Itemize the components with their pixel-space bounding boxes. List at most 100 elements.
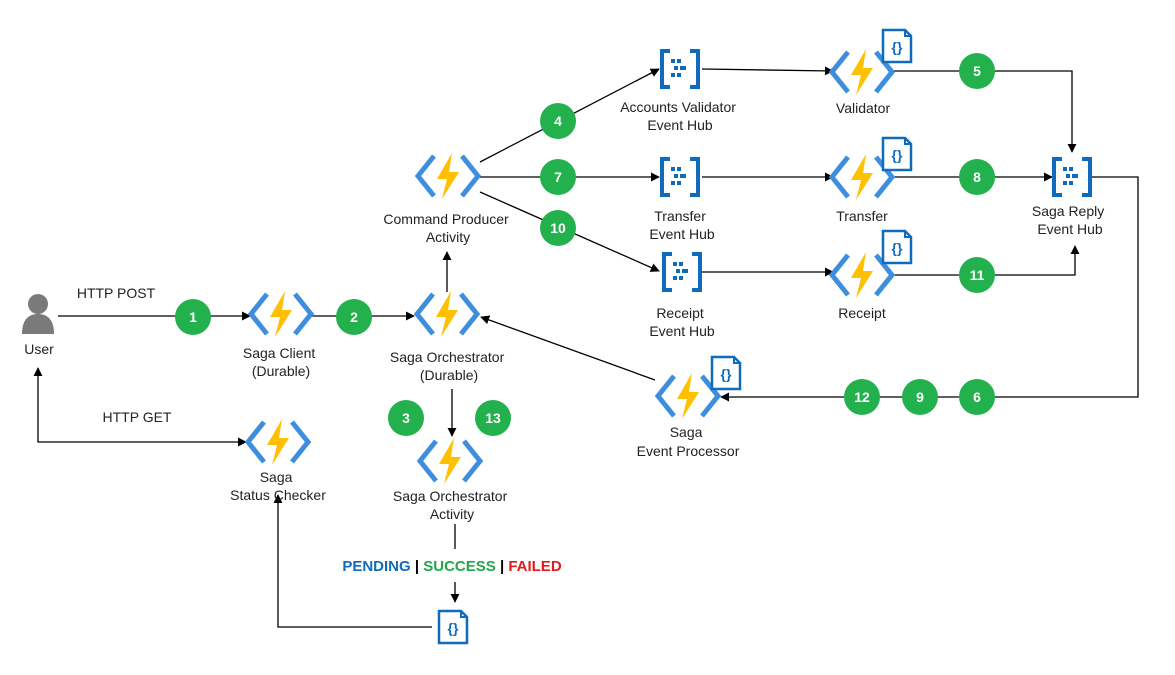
accounts-hub-node: Accounts Validator Event Hub xyxy=(620,49,740,133)
step-badge-11: 11 xyxy=(959,257,995,293)
azure-function-icon xyxy=(417,291,477,337)
transfer-hub-label-line2: Event Hub xyxy=(649,226,715,242)
validator-label: Validator xyxy=(836,100,891,116)
step-badge-5: 5 xyxy=(959,53,995,89)
json-document-icon xyxy=(881,28,913,64)
azure-function-icon xyxy=(420,438,480,484)
step-badge-13: 13 xyxy=(475,400,511,436)
event-hub-icon xyxy=(662,252,702,292)
azure-function-icon xyxy=(418,153,478,199)
svg-text:2: 2 xyxy=(350,309,358,325)
edge-event-processor-to-orchestrator xyxy=(480,315,656,381)
step-badge-3: 3 xyxy=(388,400,424,436)
azure-function-icon xyxy=(251,291,311,337)
svg-text:11: 11 xyxy=(970,267,985,283)
receipt-label: Receipt xyxy=(838,305,886,321)
json-document-icon xyxy=(881,136,913,172)
edge-user-to-status-checker xyxy=(33,367,247,447)
status-checker-label-line2: Status Checker xyxy=(230,487,326,503)
status-pending: PENDING xyxy=(342,558,410,575)
orchestrator-activity-node: Saga Orchestrator Activity xyxy=(393,438,511,522)
status-failed: FAILED xyxy=(508,558,562,575)
http-get-label: HTTP GET xyxy=(103,409,172,425)
edge-receipt-to-reply-hub xyxy=(892,245,1080,276)
command-producer-node: Command Producer Activity xyxy=(383,153,512,245)
event-processor-label-line2: Event Processor xyxy=(637,443,740,459)
svg-text:Accounts Validator Event: Accounts Validator Event Hub xyxy=(620,99,740,133)
state-store-node xyxy=(437,609,469,645)
saga-client-node: Saga Client (Durable) xyxy=(243,291,319,379)
connectors xyxy=(33,66,1139,628)
status-success: SUCCESS xyxy=(423,558,496,575)
status-separator-2: | xyxy=(500,558,508,575)
event-hub-icon xyxy=(660,157,700,197)
svg-text:1: 1 xyxy=(189,309,197,325)
receipt-hub-label-line2: Event Hub xyxy=(649,323,715,339)
step-badge-12: 12 xyxy=(844,379,880,415)
step-badge-2: 2 xyxy=(336,299,372,335)
step-badge-7: 7 xyxy=(540,159,576,195)
azure-function-icon xyxy=(248,419,308,465)
json-document-icon xyxy=(437,609,469,645)
edge-validator-to-reply-hub xyxy=(892,70,1077,153)
event-processor-node: Saga Event Processor xyxy=(637,355,742,459)
saga-orchestrator-label-line2: (Durable) xyxy=(420,367,478,383)
transfer-label: Transfer xyxy=(836,208,888,224)
svg-text:Command Producer Activit: Command Producer Activity xyxy=(383,211,512,245)
reply-hub-node: Saga Reply Event Hub xyxy=(1032,157,1108,237)
json-document-icon xyxy=(710,355,742,391)
svg-text:3: 3 xyxy=(402,410,410,426)
accounts-hub-label-line2: Event Hub xyxy=(647,117,713,133)
accounts-hub-label-line1: Accounts Validator xyxy=(620,99,736,115)
saga-client-label-line1: Saga Client xyxy=(243,345,315,361)
status-line: PENDING | SUCCESS | FAILED xyxy=(342,558,561,575)
svg-text:Saga Orchestrator Activi: Saga Orchestrator Activity xyxy=(393,488,511,522)
transfer-node: Transfer xyxy=(832,136,913,224)
user-node: User xyxy=(22,294,54,357)
svg-text:Saga Status Checker: Saga Status Checker xyxy=(230,469,326,503)
orchestrator-activity-label-line1: Saga Orchestrator xyxy=(393,488,508,504)
reply-hub-label-line2: Event Hub xyxy=(1037,221,1103,237)
saga-orchestrator-label-line1: Saga Orchestrator xyxy=(390,349,505,365)
receipt-node: Receipt xyxy=(832,229,913,321)
svg-text:9: 9 xyxy=(916,389,924,405)
svg-text:13: 13 xyxy=(485,410,501,426)
azure-function-icon xyxy=(658,373,718,419)
svg-text:Saga Client (Durable): Saga Client (Durable) xyxy=(243,345,319,379)
command-producer-label-line2: Activity xyxy=(426,229,470,245)
step-badge-4: 4 xyxy=(540,103,576,139)
json-document-icon xyxy=(881,229,913,265)
step-badge-9: 9 xyxy=(902,379,938,415)
svg-text:6: 6 xyxy=(973,389,981,405)
receipt-hub-label-line1: Receipt xyxy=(656,305,704,321)
command-producer-label-line1: Command Producer xyxy=(383,211,509,227)
saga-client-label-line2: (Durable) xyxy=(252,363,310,379)
svg-text:10: 10 xyxy=(550,220,566,236)
status-separator-1: | xyxy=(415,558,423,575)
edge-accounts-hub-to-validator xyxy=(701,66,834,76)
svg-text:8: 8 xyxy=(973,169,981,185)
edge-store-to-status-checker xyxy=(273,494,432,628)
svg-text:4: 4 xyxy=(554,113,562,129)
status-checker-node: Saga Status Checker xyxy=(230,419,326,503)
validator-node: Validator xyxy=(832,28,913,116)
saga-orchestrator-node: Saga Orchestrator (Durable) xyxy=(390,291,505,383)
step-badge-10: 10 xyxy=(540,210,576,246)
step-badges: 1 2 3 4 5 6 7 8 9 10 11 12 13 xyxy=(175,53,995,436)
transfer-hub-node: Transfer Event Hub xyxy=(649,157,715,242)
status-checker-label-line1: Saga xyxy=(260,469,293,485)
transfer-hub-label-line1: Transfer xyxy=(654,208,706,224)
svg-text:5: 5 xyxy=(973,63,981,79)
user-icon xyxy=(22,294,54,334)
step-badge-1: 1 xyxy=(175,299,211,335)
receipt-hub-node: Receipt Event Hub xyxy=(649,252,715,339)
orchestrator-activity-label-line2: Activity xyxy=(430,506,474,522)
svg-text:Saga Reply Event Hub: Saga Reply Event Hub xyxy=(1032,203,1108,237)
event-processor-label-line1: Saga xyxy=(670,424,703,440)
step-badge-6: 6 xyxy=(959,379,995,415)
svg-text:Receipt Event Hub: Receipt Event Hub xyxy=(649,305,715,339)
http-post-label: HTTP POST xyxy=(77,285,156,301)
svg-text:Saga Event Processor: Saga Event Processor xyxy=(637,424,740,459)
step-badge-8: 8 xyxy=(959,159,995,195)
